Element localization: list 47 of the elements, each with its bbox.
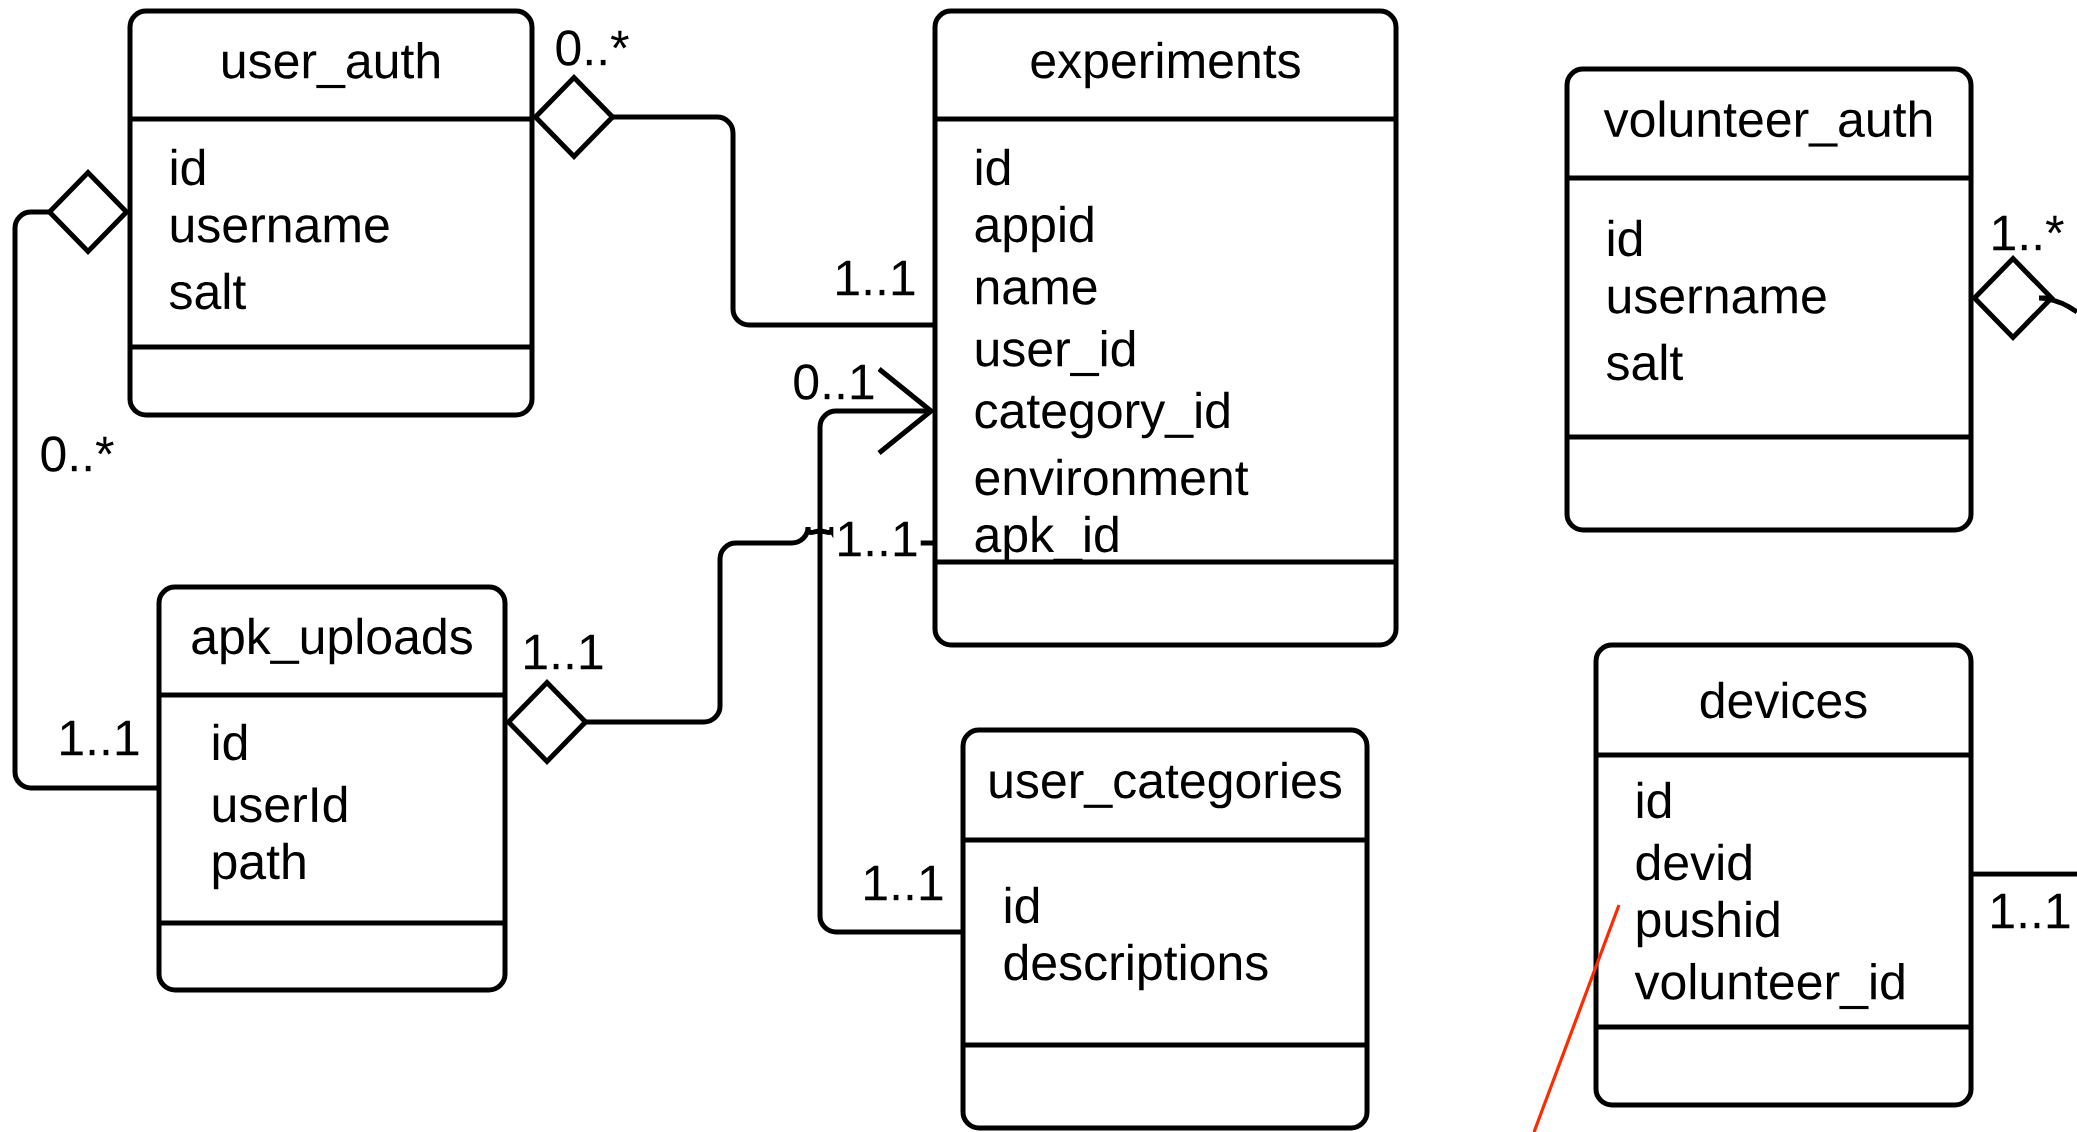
table-title: volunteer_auth — [1603, 100, 1932, 147]
multiplicity-label: 1..* — [1987, 213, 2067, 253]
table-box — [156, 584, 508, 993]
field-name: path — [213, 842, 305, 890]
connector — [1971, 871, 2077, 877]
field-name: userId — [213, 785, 347, 823]
multiplicity-label: 1..1 — [1986, 891, 2074, 931]
field-name: id — [1637, 781, 1671, 819]
table-box — [960, 727, 1370, 1131]
table-title: user_categories — [990, 761, 1341, 809]
table-title: apk_uploads — [192, 617, 472, 665]
field-name: salt — [1606, 343, 1683, 381]
multiplicity-label: 1..1 — [55, 718, 143, 758]
field-name: id — [1005, 886, 1039, 924]
table-box — [127, 8, 535, 418]
table-title: devices — [1700, 681, 1867, 719]
multiplicity-label: 0..* — [37, 434, 117, 474]
field-name: descriptions — [1004, 943, 1268, 991]
table-box — [1564, 66, 1974, 533]
multiplicity-label: 1..1 — [833, 519, 921, 559]
field-name: salt — [169, 272, 246, 310]
multiplicity-label: 1..1 — [831, 258, 919, 298]
multiplicity-label: 1..1 — [859, 863, 947, 903]
field-name: category_id — [975, 391, 1229, 439]
field-name: id — [171, 148, 205, 186]
table-title: user_auth — [223, 41, 439, 89]
field-name: id — [976, 148, 1010, 186]
table-title: experiments — [1031, 41, 1300, 89]
field-name: id — [1608, 219, 1642, 257]
connector — [817, 367, 963, 935]
field-name: appid — [975, 205, 1093, 253]
field-name: user_id — [976, 329, 1135, 377]
multiplicity-label: 0..* — [552, 28, 632, 68]
field-name: name — [976, 277, 1097, 305]
table-box — [1593, 642, 1974, 1108]
multiplicity-label: 1..1 — [519, 632, 607, 672]
field-name: id — [213, 723, 247, 761]
field-name: pushid — [1637, 900, 1779, 948]
field-name: username — [1608, 286, 1826, 314]
table-box — [932, 8, 1399, 648]
field-name: environment — [975, 458, 1249, 496]
field-name: apk_id — [975, 515, 1118, 563]
connector — [12, 169, 159, 791]
field-name: username — [171, 215, 389, 243]
multiplicity-label: 0..1 — [790, 362, 878, 402]
field-name: devid — [1636, 843, 1751, 881]
field-name: volunteer_id — [1634, 962, 1904, 1010]
